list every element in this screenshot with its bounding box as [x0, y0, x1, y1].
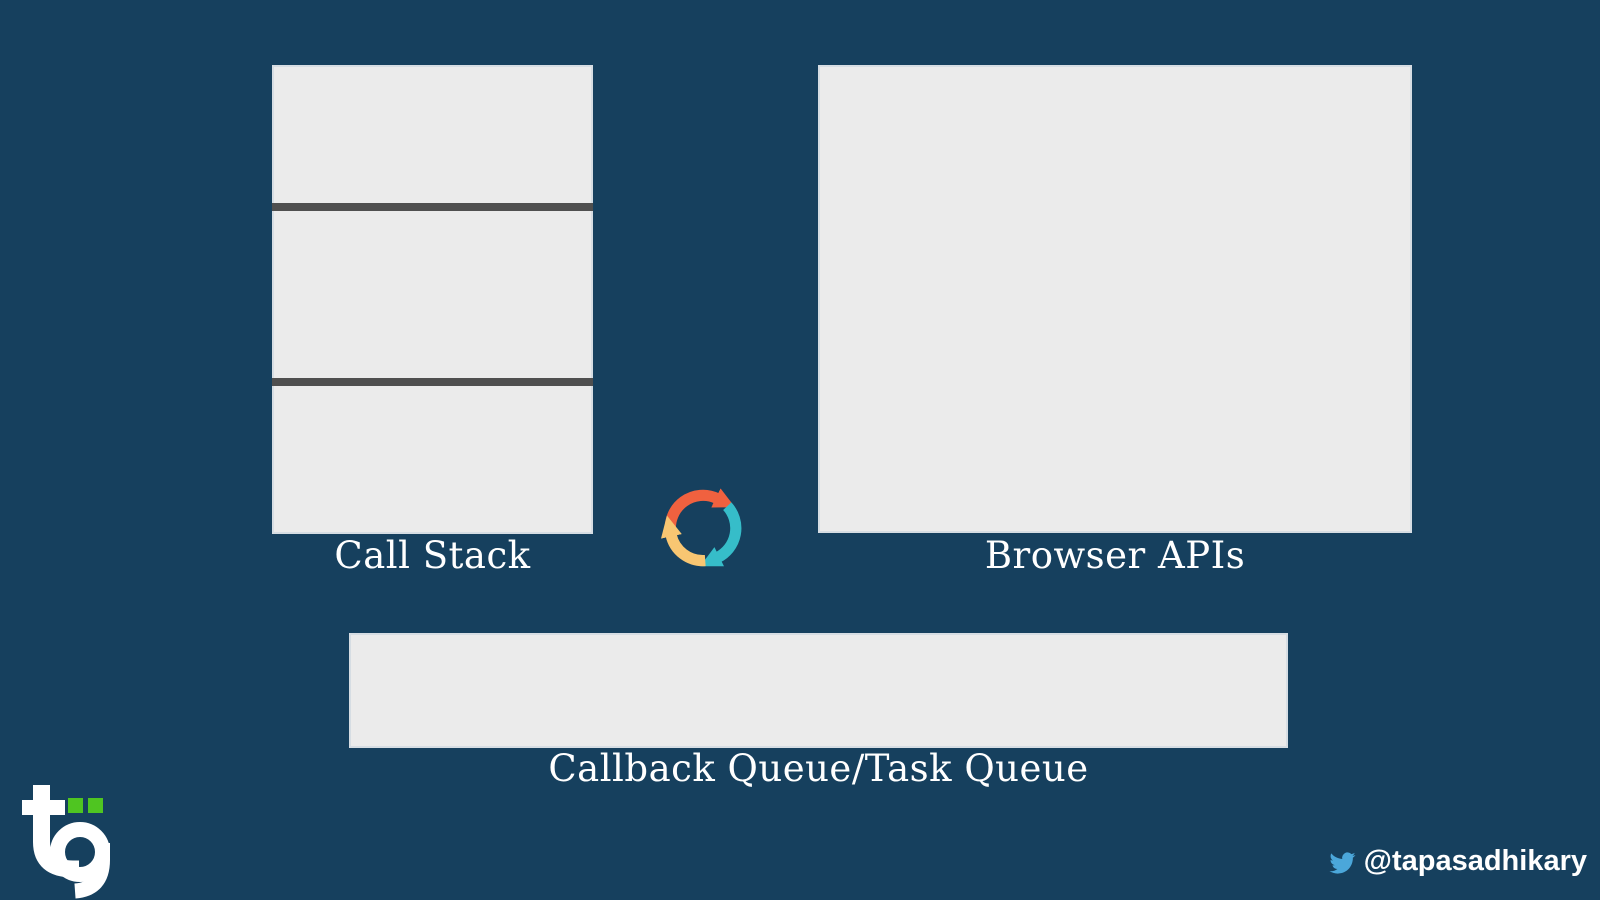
browser-apis-box: [818, 65, 1412, 533]
cycle-arrow-teal: [700, 502, 742, 567]
event-loop-cycle-icon: [660, 488, 742, 567]
callback-queue-box: [349, 633, 1288, 748]
call-stack-label: Call Stack: [334, 534, 531, 577]
callback-queue-label: Callback Queue/Task Queue: [548, 747, 1089, 790]
ta-logo: [22, 785, 110, 899]
call-stack-box: [272, 65, 593, 534]
social-handle: @tapasadhikary: [1327, 845, 1587, 878]
cycle-arrow-orange: [664, 488, 736, 534]
browser-apis-label: Browser APIs: [984, 534, 1246, 577]
call-stack-slot: [274, 211, 591, 378]
logo-green-dots: [68, 798, 103, 813]
logo-letter-a: [50, 822, 110, 899]
call-stack-slot: [274, 67, 591, 203]
cycle-arrow-yellow: [660, 515, 706, 567]
twitter-icon: [1329, 852, 1356, 874]
call-stack-slot: [274, 386, 591, 532]
twitter-handle-text: @tapasadhikary: [1363, 845, 1587, 877]
call-stack-divider: [272, 378, 593, 386]
call-stack-divider: [272, 203, 593, 211]
